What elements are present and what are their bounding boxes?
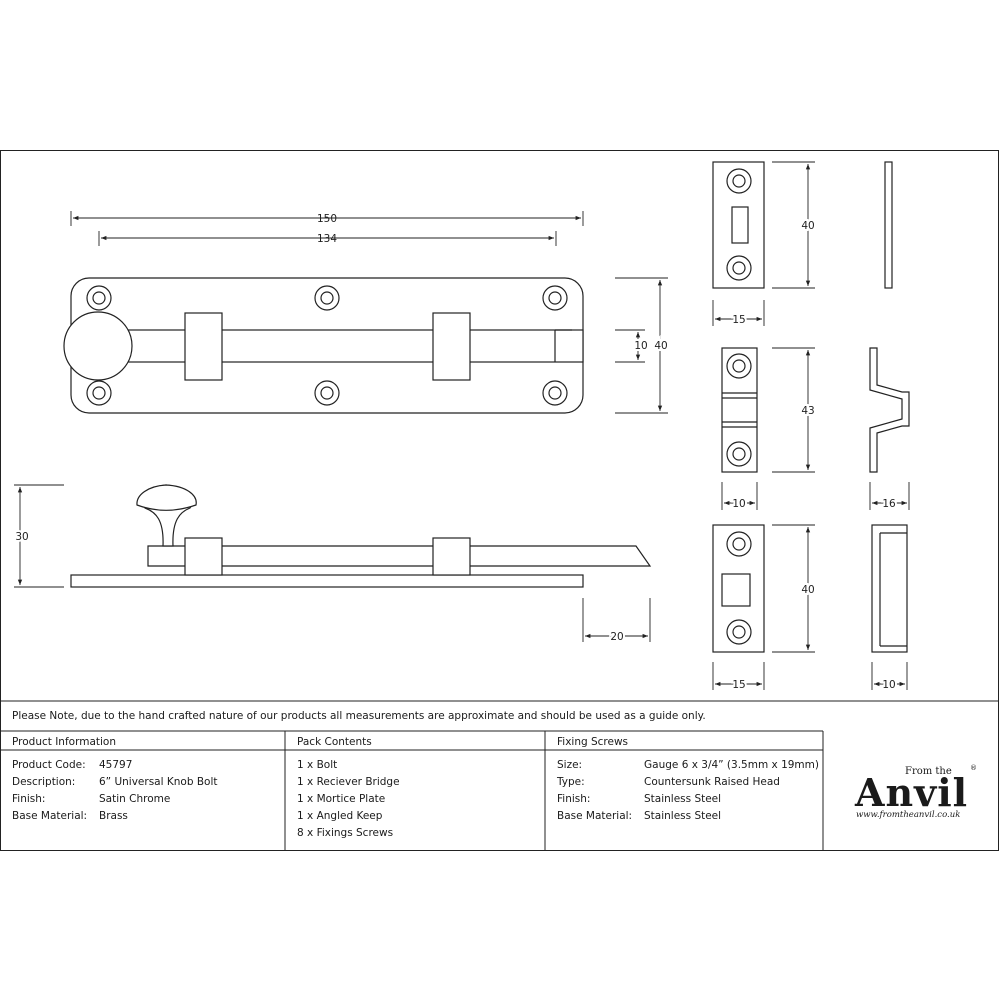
bridge-side: [869, 347, 910, 473]
dim-length: [70, 211, 668, 414]
info-table-lines: [0, 700, 999, 851]
logo-brand-text: Anvil: [855, 770, 969, 815]
logo-from-text: From the: [905, 766, 952, 777]
dim-label-keep-height: 40: [801, 220, 814, 232]
dim-label-bridge-height: 43: [801, 405, 814, 417]
logo-url-text: www.fromtheanvil.co.uk: [856, 810, 961, 820]
dim-label-134: 134: [317, 233, 337, 245]
dim-label-40: 40: [654, 340, 667, 352]
row-label: Base Material:: [12, 810, 88, 822]
disclaimer-note: Please Note, due to the hand crafted nat…: [12, 710, 706, 722]
row-label: Product Code:: [12, 759, 86, 771]
row-value: Stainless Steel: [644, 793, 722, 805]
dim-label-mortice-width: 15: [732, 679, 745, 691]
dim-label-mortice-height: 40: [801, 584, 814, 596]
product-info-row: Product Code: 45797: [12, 759, 132, 771]
row-value: Countersunk Raised Head: [644, 776, 780, 788]
keep-plate-side: [884, 161, 893, 289]
fixing-row: Type: Countersunk Raised Head: [557, 776, 780, 788]
row-label: Size:: [557, 759, 583, 771]
row-value: 45797: [99, 759, 133, 771]
product-info-row: Finish: Satin Chrome: [12, 793, 170, 805]
row-label: Finish:: [12, 793, 46, 805]
dim-keep: [712, 161, 815, 326]
dim-label-mortice-side: 10: [882, 679, 895, 691]
fixing-screws-heading: Fixing Screws: [557, 736, 629, 748]
pack-contents-heading: Pack Contents: [297, 736, 372, 748]
pack-item: 1 x Reciever Bridge: [297, 776, 400, 788]
pack-contents-table: Pack Contents 1 x Bolt 1 x Reciever Brid…: [285, 731, 545, 851]
fixing-row: Base Material: Stainless Steel: [557, 810, 721, 822]
dim-label-keep-width: 15: [732, 314, 745, 326]
bolt-side-view: [70, 484, 652, 588]
product-info-table: Product Information Product Code: 45797 …: [0, 731, 285, 851]
row-value: Gauge 6 x 3/4” (3.5mm x 19mm): [644, 759, 819, 771]
dim-label-bridge-width: 10: [732, 498, 745, 510]
pack-item: 1 x Angled Keep: [297, 810, 383, 822]
row-value: Stainless Steel: [644, 810, 722, 822]
mortice-front: [712, 524, 765, 653]
registered-mark: ®: [970, 764, 977, 772]
dim-label-150: 150: [317, 213, 337, 225]
mortice-side: [871, 524, 908, 653]
bridge-front: [721, 347, 758, 473]
dim-label-bridge-side: 16: [882, 498, 896, 510]
row-value: Brass: [99, 810, 128, 822]
row-value: Satin Chrome: [99, 793, 171, 805]
fixing-screws-table: Fixing Screws Size: Gauge 6 x 3/4” (3.5m…: [545, 731, 823, 851]
dim-label-20: 20: [610, 631, 623, 643]
row-label: Base Material:: [557, 810, 633, 822]
row-label: Finish:: [557, 793, 591, 805]
product-info-row: Description: 6” Universal Knob Bolt: [12, 776, 218, 788]
bolt-front-view: [63, 277, 584, 414]
dim-label-30: 30: [15, 531, 28, 543]
pack-item: 1 x Bolt: [297, 759, 338, 771]
fixing-row: Finish: Stainless Steel: [557, 793, 721, 805]
row-label: Description:: [12, 776, 76, 788]
dim-side: [14, 484, 651, 642]
pack-item: 1 x Mortice Plate: [297, 793, 386, 805]
product-info-row: Base Material: Brass: [12, 810, 128, 822]
dimension-labels: 150 134 40 10 30 20 40 15 43 10 16 40 15…: [13, 213, 898, 693]
keep-plate-front: [712, 161, 765, 289]
dim-mortice: [712, 524, 908, 690]
drawing-sheet: [0, 150, 999, 851]
fixing-row: Size: Gauge 6 x 3/4” (3.5mm x 19mm): [557, 759, 819, 771]
product-info-heading: Product Information: [12, 736, 116, 748]
dim-bridge: [721, 347, 910, 510]
pack-item: 8 x Fixings Screws: [297, 827, 394, 839]
screw-holes: [86, 285, 568, 406]
row-label: Type:: [557, 776, 585, 788]
dim-label-10: 10: [634, 340, 647, 352]
from-the-anvil-logo: From the Anvil ® www.fromtheanvil.co.uk: [850, 758, 980, 828]
row-value: 6” Universal Knob Bolt: [99, 776, 218, 788]
